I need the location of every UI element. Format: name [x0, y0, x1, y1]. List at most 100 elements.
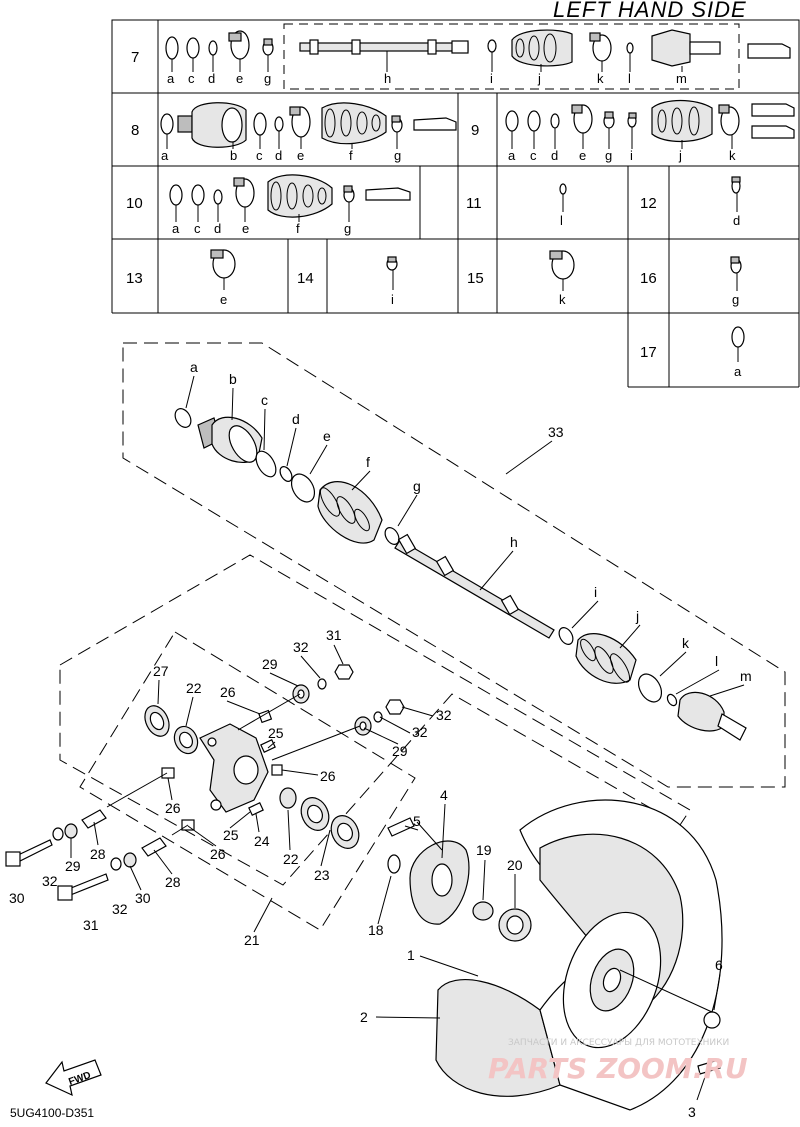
- callout-leaders: [70, 644, 721, 1101]
- callout-21: 21: [244, 932, 260, 948]
- knuckle-parts: [5, 664, 405, 901]
- shaft-label-b: b: [229, 371, 237, 387]
- row15-label-k: k: [559, 292, 566, 307]
- callout-19: 19: [476, 842, 492, 858]
- shaft-label-c: c: [261, 392, 268, 408]
- row9-label-i: i: [630, 148, 633, 163]
- driveshaft-parts: [174, 408, 747, 741]
- callout-30-b: 31: [83, 917, 99, 933]
- callout-28-a: 28: [90, 846, 106, 862]
- row9-leaders: [511, 127, 733, 149]
- row10-label-d: d: [214, 221, 221, 236]
- row7-label-d: d: [208, 71, 215, 86]
- callout-18: 18: [368, 922, 384, 938]
- row11-label-l: l: [560, 213, 563, 228]
- row10-leaders: [175, 202, 350, 222]
- callout-28-b: 28: [165, 874, 181, 890]
- callout-26-a: 26: [220, 684, 236, 700]
- row14-label-i: i: [391, 292, 394, 307]
- shaft-label-a: a: [190, 359, 198, 375]
- shaft-label-f: f: [366, 454, 370, 470]
- row17-label-a: a: [734, 364, 742, 379]
- watermark-logo: PARTS ZOOM.RU: [488, 1052, 748, 1085]
- row9-label-c: c: [530, 148, 537, 163]
- callout-numbers: 1 2 3 4 5 6 18 19 20 21 22 22 23 24 25 2…: [9, 627, 723, 1120]
- callout-6: 6: [715, 957, 723, 973]
- row10-label-e: e: [242, 221, 249, 236]
- row8-label-d: d: [275, 148, 282, 163]
- callout-5: 5: [413, 813, 421, 829]
- row8-parts: [160, 102, 457, 148]
- row7-label-m: m: [676, 71, 687, 86]
- callout-32-b: 32: [412, 724, 428, 740]
- callout-24: 24: [254, 833, 270, 849]
- single-part-icons: [210, 176, 745, 362]
- callout-32-a: 32: [293, 639, 309, 655]
- row7-label-l: l: [628, 71, 631, 86]
- shaft-label-d: d: [292, 411, 300, 427]
- row16-label-g: g: [732, 292, 739, 307]
- shaft-label-m: m: [740, 668, 752, 684]
- row7-label-a: a: [167, 71, 175, 86]
- callout-20: 20: [507, 857, 523, 873]
- row-number-16: 16: [640, 270, 657, 287]
- callout-29-c: 29: [65, 858, 81, 874]
- callout-32-c: 32: [42, 873, 58, 889]
- row8-label-c: c: [256, 148, 263, 163]
- row9-label-e: e: [579, 148, 586, 163]
- row13-label-e: e: [220, 292, 227, 307]
- row9-parts: [505, 99, 795, 143]
- callout-26-b: 26: [320, 768, 336, 784]
- row9-label-d: d: [551, 148, 558, 163]
- shaft-label-l: l: [715, 653, 718, 669]
- callout-23: 23: [314, 867, 330, 883]
- callout-22-lower: 22: [283, 851, 299, 867]
- row8-leaders: [166, 131, 398, 149]
- row-number-8: 8: [131, 122, 139, 139]
- row-number-9: 9: [471, 122, 479, 139]
- shaft-label-e: e: [323, 428, 331, 444]
- row7-label-j: j: [537, 71, 541, 86]
- row-number-17: 17: [640, 344, 657, 361]
- row8-label-a: a: [161, 148, 169, 163]
- row9-label-j: j: [678, 148, 682, 163]
- knuckle-assembly-boundary: [79, 631, 416, 931]
- driveshaft-assembly-boundary: [122, 342, 786, 788]
- row-number-10: 10: [126, 195, 143, 212]
- callout-31-a: 31: [326, 627, 342, 643]
- callout-32-d: 32: [112, 901, 128, 917]
- row-number-14: 14: [297, 270, 314, 287]
- row10-label-g: g: [344, 221, 351, 236]
- outer-boundary: [59, 554, 691, 886]
- shaft-label-g: g: [413, 478, 421, 494]
- callout-22-upper: 22: [186, 680, 202, 696]
- callout-29-a: 29: [262, 656, 278, 672]
- row8-label-g: g: [394, 148, 401, 163]
- callout-4: 4: [440, 787, 448, 803]
- knuckle-axis-lines: [106, 693, 361, 836]
- callout-29-d: 30: [135, 890, 151, 906]
- shaft-label-h: h: [510, 534, 518, 550]
- watermark: ЗАПЧАСТИ И АКСЕССУАРЫ ДЛЯ МОТОТЕХНИКИ PA…: [488, 1038, 748, 1085]
- row10-label-a: a: [172, 221, 180, 236]
- row7-label-e: e: [236, 71, 243, 86]
- row-number-15: 15: [467, 270, 484, 287]
- row-number-12: 12: [640, 195, 657, 212]
- row10-label-c: c: [194, 221, 201, 236]
- row8-label-f: f: [349, 148, 353, 163]
- watermark-small-text: ЗАПЧАСТИ И АКСЕССУАРЫ ДЛЯ МОТОТЕХНИКИ: [508, 1038, 729, 1048]
- row8-label-e: e: [297, 148, 304, 163]
- row10-parts: [169, 174, 411, 218]
- row12-label-d: d: [733, 213, 740, 228]
- row7-label-c: c: [188, 71, 195, 86]
- row-number-13: 13: [126, 270, 143, 287]
- row7-label-i: i: [490, 71, 493, 86]
- callout-26-d: 26: [210, 846, 226, 862]
- row-number-11: 11: [466, 195, 482, 212]
- row7-leaders: [171, 51, 683, 72]
- callout-3: 3: [688, 1104, 696, 1120]
- parts-table: [111, 19, 800, 388]
- row-number-7: 7: [131, 49, 139, 66]
- driveshaft-labels: a b c d e f g h i j k l m 33: [190, 359, 752, 684]
